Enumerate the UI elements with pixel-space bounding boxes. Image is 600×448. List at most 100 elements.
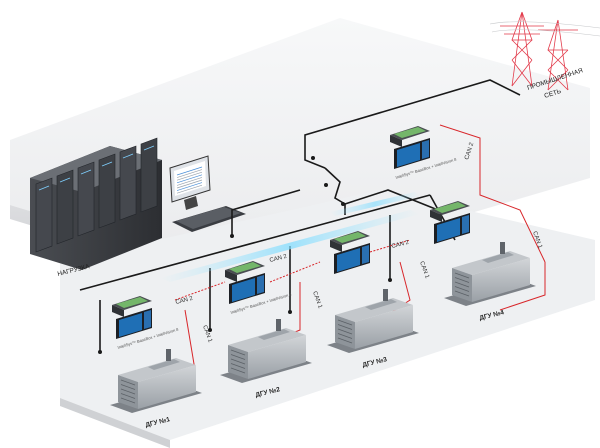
genset-top (452, 251, 530, 275)
genset-front (335, 315, 355, 349)
genset-top (335, 298, 413, 322)
workstation (169, 155, 246, 232)
basebox-side (430, 210, 442, 222)
breaker-mains (311, 156, 315, 160)
genset-exhaust (500, 242, 505, 254)
breakers (98, 156, 392, 354)
can-labels: CAN 2 CAN 2 CAN 2 CAN 2 CAN 1 CAN 1 CAN … (175, 141, 543, 344)
controllers: InteliSys™ BaseBox + InteliVision 8Intel… (112, 126, 470, 350)
can-cable-g4 (499, 262, 546, 311)
genset-side (472, 258, 530, 302)
genset-top (118, 358, 196, 382)
can-label-g3-upper: CAN 2 (391, 240, 410, 250)
tower-lattice-2 (538, 19, 578, 91)
server-units (35, 137, 158, 253)
breaker-tie (324, 183, 328, 187)
server-unit-led (59, 177, 71, 183)
genset-front (228, 345, 248, 379)
keyboard-keys (176, 207, 241, 229)
genset-grille (120, 397, 136, 404)
intelivision-screen (437, 218, 460, 242)
screen-text-line (176, 171, 203, 181)
genset-grille (337, 324, 353, 330)
screen-text-line (176, 177, 203, 186)
genset-grille (230, 358, 246, 365)
breaker-g1 (98, 350, 102, 354)
basebox-side (225, 270, 237, 282)
breaker-g4 (388, 278, 392, 282)
genset-grille (120, 384, 136, 390)
can-label-g1: CAN 1 (201, 325, 213, 344)
basebox-side (390, 135, 402, 147)
can-label-master: CAN 2 (464, 141, 475, 160)
genset-grille (454, 277, 470, 283)
breaker-g2 (208, 328, 212, 332)
genset-3: ДГУ №3 (327, 289, 419, 369)
genset-cover (148, 359, 180, 370)
genset-top (228, 328, 306, 352)
breaker-load (230, 234, 234, 238)
screen-text-line (176, 184, 203, 194)
genset-grille (120, 393, 136, 399)
glow-bus (160, 192, 420, 282)
can-label-g2-upper: CAN 2 (269, 254, 288, 264)
power-lines (489, 21, 600, 37)
intelivision-keys (422, 140, 429, 159)
cable-breaker-mains (324, 167, 346, 205)
basebox-label (334, 232, 366, 243)
can-label-g1-upper: CAN 2 (175, 296, 194, 306)
basebox-label (229, 262, 261, 273)
genset-cover (258, 329, 290, 340)
monitor-stand (184, 196, 198, 210)
screen-text-line (176, 166, 203, 176)
genset-side (138, 365, 196, 409)
server-unit-led (122, 153, 134, 159)
genset-grille (120, 388, 136, 395)
intelisys-controller (330, 231, 370, 274)
genset-exhaust (383, 289, 388, 301)
genset-front (452, 268, 472, 302)
can-label-g4: CAN 1 (531, 231, 543, 250)
server-unit-led (101, 161, 113, 167)
server-unit-led (80, 169, 92, 175)
server-unit (119, 145, 137, 221)
glow-strip-upper (330, 192, 420, 216)
screen-text-line (176, 169, 203, 178)
genset-front (118, 375, 138, 409)
server-unit (56, 169, 74, 245)
intelivision-keys (362, 245, 369, 264)
basebox-label (434, 202, 466, 213)
intelivision-keys (462, 215, 469, 234)
genset-side (355, 305, 413, 349)
genset-grille (120, 379, 136, 386)
monitor-screen-content (176, 166, 203, 194)
screen-text-line (176, 182, 203, 191)
intelivision-keys (257, 275, 264, 294)
genset-2: ДГУ №2 (220, 319, 312, 399)
intelivision-screen (232, 278, 255, 302)
server-unit (35, 177, 53, 253)
server-unit-led (38, 185, 50, 191)
intelisys-controller (430, 201, 470, 244)
server-unit-led (143, 145, 155, 151)
genset-exhaust (166, 349, 171, 361)
cable-generator-bus (79, 194, 431, 291)
genset-grille (337, 319, 353, 326)
can-label-g2: CAN 1 (311, 291, 323, 310)
intelivision-screen (397, 143, 420, 167)
cable-bus-upper (344, 189, 439, 211)
intelivision-keys (144, 310, 151, 329)
lower-platform-side (60, 398, 170, 448)
tower-lattice (500, 11, 544, 87)
genset-grille (230, 354, 246, 360)
genset-grille (454, 290, 470, 297)
intelivision-screen (119, 313, 142, 337)
genset-grille (337, 328, 353, 335)
basebox-side (330, 240, 342, 252)
can-cable-master (439, 124, 546, 263)
breaker-g3 (288, 310, 292, 314)
glow-strip-lower (160, 210, 420, 282)
screen-text-line (176, 174, 203, 184)
